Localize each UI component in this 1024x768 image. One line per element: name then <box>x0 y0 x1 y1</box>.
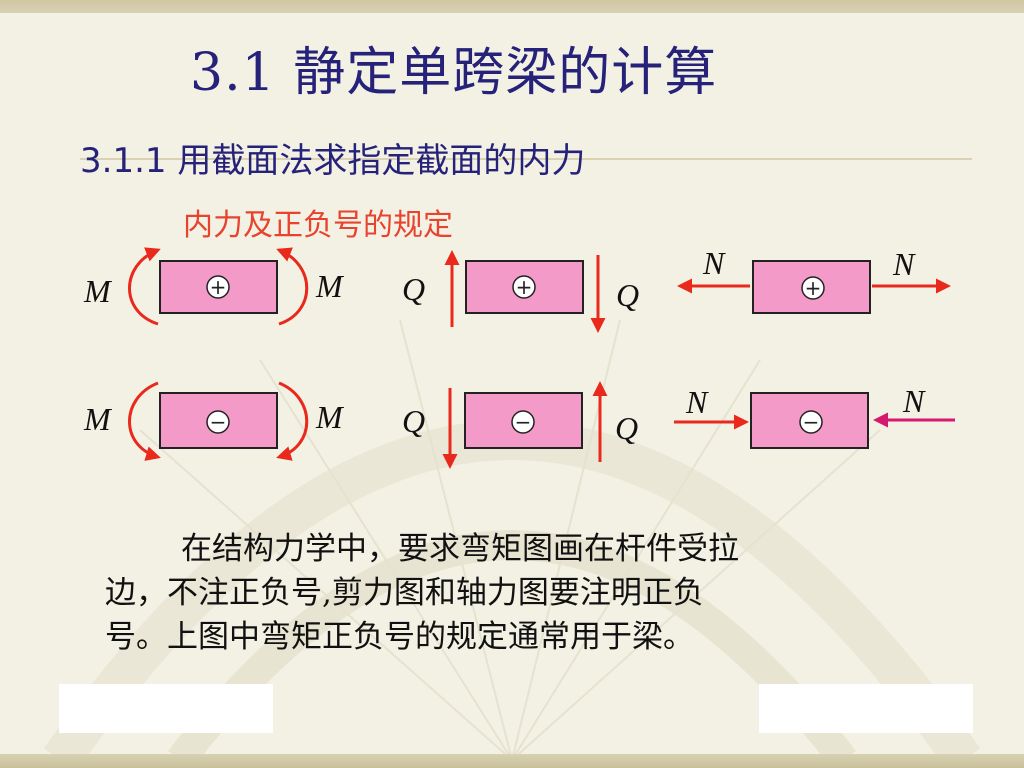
shear-label-left-negative: Q <box>402 403 425 439</box>
axial-label-right-negative: N <box>902 383 926 419</box>
moment-label-right-negative: M <box>315 399 345 435</box>
footer-box-left <box>59 684 273 733</box>
plus-sign: + <box>805 276 822 300</box>
moment-arrow-right-positive <box>276 247 309 326</box>
moment-arrow-left-positive <box>128 247 161 326</box>
moment-arrow-left-negative <box>128 381 161 461</box>
plus-sign-circle <box>801 276 825 300</box>
moment-label-left-negative: M <box>83 401 113 437</box>
footer-box-right <box>759 684 973 733</box>
plus-sign-circle <box>206 275 230 299</box>
paragraph-line-3: 号。上图中弯矩正负号的规定通常用于梁。 <box>105 619 694 655</box>
plus-sign-circle <box>512 275 536 299</box>
minus-sign: − <box>515 410 532 434</box>
axial-label-left-positive: N <box>702 245 726 281</box>
paragraph-line-1: 在结构力学中，要求弯矩图画在杆件受拉 <box>181 531 739 567</box>
moment-arrow-right-negative <box>276 381 309 461</box>
axial-label-right-positive: N <box>892 246 916 282</box>
plus-sign: + <box>210 275 227 299</box>
minus-sign-circle <box>799 410 823 434</box>
minus-sign: − <box>803 410 820 434</box>
subtitle-underline <box>80 158 972 160</box>
paragraph-line-2: 边，不注正负号,剪力图和轴力图要注明正负 <box>105 575 704 611</box>
explanation-paragraph: 在结构力学中，要求弯矩图画在杆件受拉 边，不注正负号,剪力图和轴力图要注明正负 … <box>105 527 915 659</box>
moment-label-right-positive: M <box>315 268 345 304</box>
bottom-band <box>0 754 1024 768</box>
minus-sign-circle <box>206 410 230 434</box>
plus-sign: + <box>516 275 533 299</box>
page-title: 3.1 静定单跨梁的计算 <box>190 43 718 103</box>
minus-sign-circle <box>511 410 535 434</box>
axial-label-left-negative: N <box>685 384 709 420</box>
top-band <box>0 0 1024 13</box>
shear-label-right-negative: Q <box>615 410 638 446</box>
moment-label-left-positive: M <box>83 273 113 309</box>
shear-label-left-positive: Q <box>402 271 425 307</box>
minus-sign: − <box>210 410 227 434</box>
diagram-caption: 内力及正负号的规定 <box>183 208 453 243</box>
page-subtitle: 3.1.1 用截面法求指定截面的内力 <box>80 141 586 181</box>
shear-label-right-positive: Q <box>616 277 639 313</box>
